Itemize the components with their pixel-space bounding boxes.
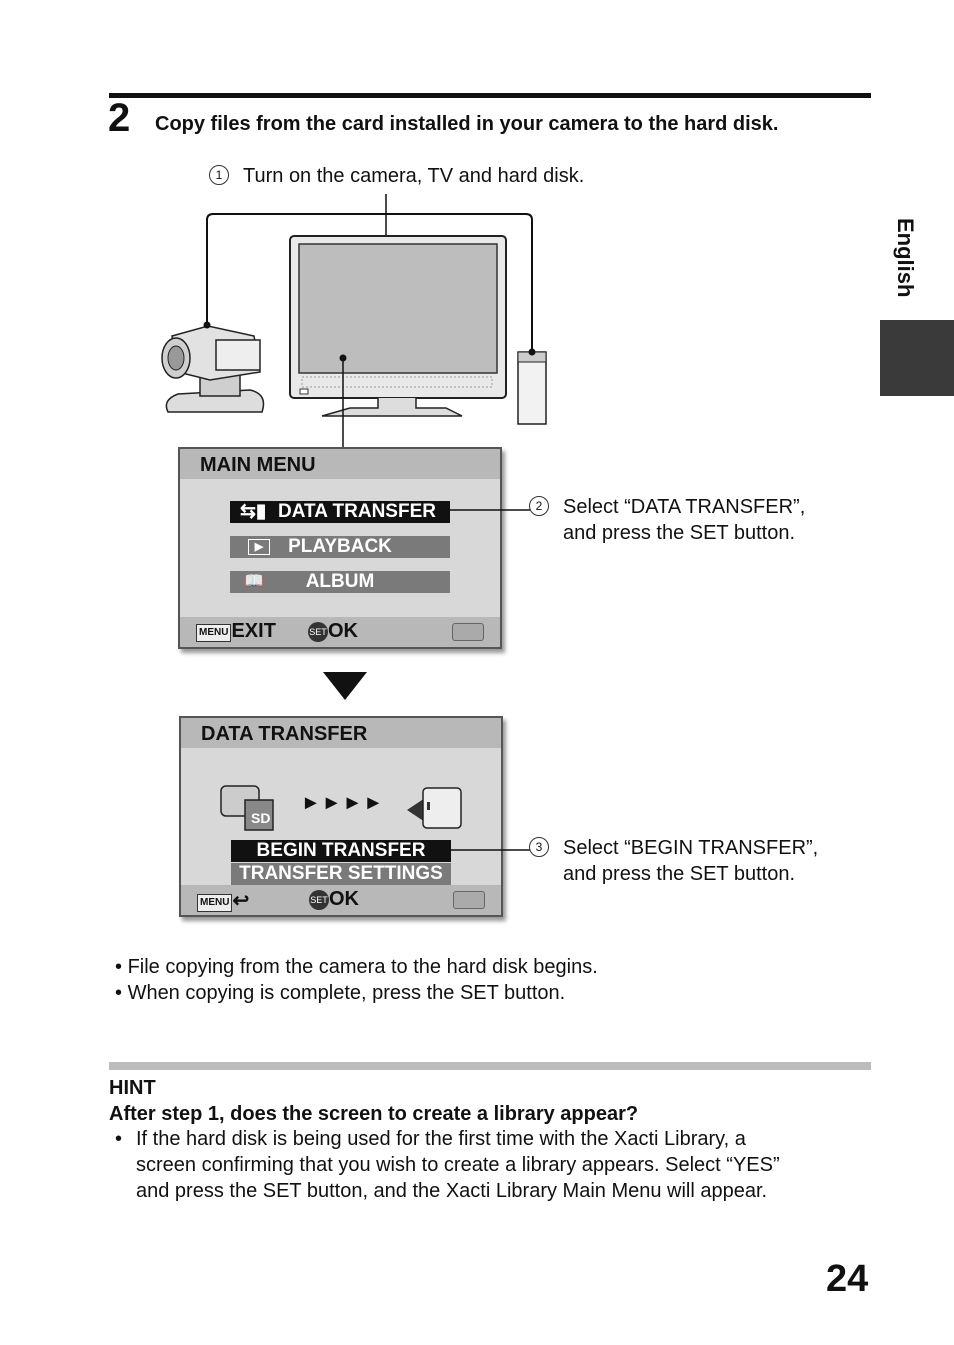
menu-item-data-transfer-label: DATA TRANSFER — [278, 501, 436, 522]
bullet-item: • File copying from the camera to the ha… — [115, 956, 598, 978]
hint-heading: HINT — [109, 1077, 156, 1099]
note-3: 3 Select “BEGIN TRANSFER”, and press the … — [529, 835, 818, 887]
language-tab: English — [872, 212, 932, 322]
hint-question: After step 1, does the screen to create … — [109, 1103, 639, 1125]
note-3-marker: 3 — [529, 837, 549, 857]
camera-dock-icon — [161, 325, 265, 413]
menu-item-playback[interactable]: ▶ PLAYBACK — [230, 536, 450, 558]
transfer-icon: ⇆▮ — [240, 501, 267, 522]
note-1-marker: 1 — [209, 165, 229, 185]
note-3-line2: and press the SET button. — [563, 863, 796, 885]
set-key-icon: SET — [309, 890, 329, 910]
tv-screen — [298, 243, 498, 374]
hint-body: • If the hard disk is being used for the… — [115, 1126, 780, 1204]
menu-item-begin-transfer[interactable]: BEGIN TRANSFER — [231, 840, 451, 862]
note-2: 2 Select “DATA TRANSFER”, and press the S… — [529, 494, 805, 546]
section-marker-block — [880, 320, 954, 396]
note-1-text: Turn on the camera, TV and hard disk. — [243, 165, 585, 187]
play-icon: ▶ — [248, 539, 270, 555]
step-number: 2 — [108, 96, 131, 140]
ok-label: OK — [328, 620, 358, 642]
ok-label: OK — [329, 888, 359, 910]
result-bullets: • File copying from the camera to the ha… — [115, 954, 598, 1006]
note-2-line2: and press the SET button. — [563, 522, 796, 544]
hint-line: If the hard disk is being used for the f… — [136, 1128, 746, 1150]
menu-item-transfer-settings[interactable]: TRANSFER SETTINGS — [231, 863, 451, 885]
note-3-line1: Select “BEGIN TRANSFER”, — [563, 837, 819, 859]
callout-2-line — [448, 509, 530, 511]
menu-item-playback-label: PLAYBACK — [288, 536, 392, 557]
page-number: 24 — [826, 1258, 869, 1300]
data-transfer-footer: MENU↩ SETOK — [181, 885, 501, 915]
hint-line: and press the SET button, and the Xacti … — [136, 1180, 768, 1202]
exit-label: EXIT — [231, 620, 276, 642]
tv-power-light — [299, 388, 309, 395]
bullet-text: When copying is complete, press the SET … — [127, 982, 566, 1004]
back-icon: ↩ — [232, 890, 250, 912]
menu-key-icon: MENU — [196, 624, 232, 642]
data-transfer-title: DATA TRANSFER — [181, 718, 501, 748]
battery-icon — [453, 891, 485, 909]
album-icon: 📖 — [244, 573, 264, 590]
language-tab-label: English — [893, 218, 918, 298]
note-2-line1: Select “DATA TRANSFER”, — [563, 496, 806, 518]
down-arrow-icon — [323, 672, 367, 700]
hard-disk-icon — [517, 351, 547, 425]
cable-path — [206, 213, 533, 352]
battery-icon — [452, 623, 484, 641]
hint-bullet: • — [115, 1128, 123, 1150]
hint-divider — [109, 1062, 871, 1070]
callout-3-line — [449, 849, 530, 851]
top-rule — [109, 93, 871, 98]
camera-sd-icon — [220, 785, 274, 831]
bullet-text: File copying from the camera to the hard… — [127, 956, 598, 978]
main-menu-title: MAIN MENU — [180, 449, 500, 479]
main-menu-screen: MAIN MENU ⇆▮ DATA TRANSFER ▶ PLAYBACK 📖 … — [178, 447, 502, 649]
bullet-item: • When copying is complete, press the SE… — [115, 982, 566, 1004]
sd-card-label: SD — [251, 810, 271, 826]
hard-disk-icon-small — [407, 787, 462, 829]
menu-item-data-transfer[interactable]: ⇆▮ DATA TRANSFER — [230, 501, 450, 523]
transfer-arrows: ►►►► — [301, 792, 385, 814]
menu-item-album-label: ALBUM — [305, 571, 375, 592]
menu-item-album[interactable]: 📖 ALBUM — [230, 571, 450, 593]
note-1: 1 Turn on the camera, TV and hard disk. — [209, 163, 584, 189]
device-connection-illustration — [161, 194, 547, 450]
menu-key-icon: MENU — [197, 894, 233, 912]
note-2-marker: 2 — [529, 496, 549, 516]
data-transfer-screen: DATA TRANSFER SD ►►►► BEGIN TRANSFER TRA… — [179, 716, 503, 917]
step-instruction: Copy files from the card installed in yo… — [155, 113, 779, 135]
tv-stand — [321, 398, 463, 417]
hint-line: screen confirming that you wish to creat… — [136, 1154, 780, 1176]
set-key-icon: SET — [308, 622, 328, 642]
